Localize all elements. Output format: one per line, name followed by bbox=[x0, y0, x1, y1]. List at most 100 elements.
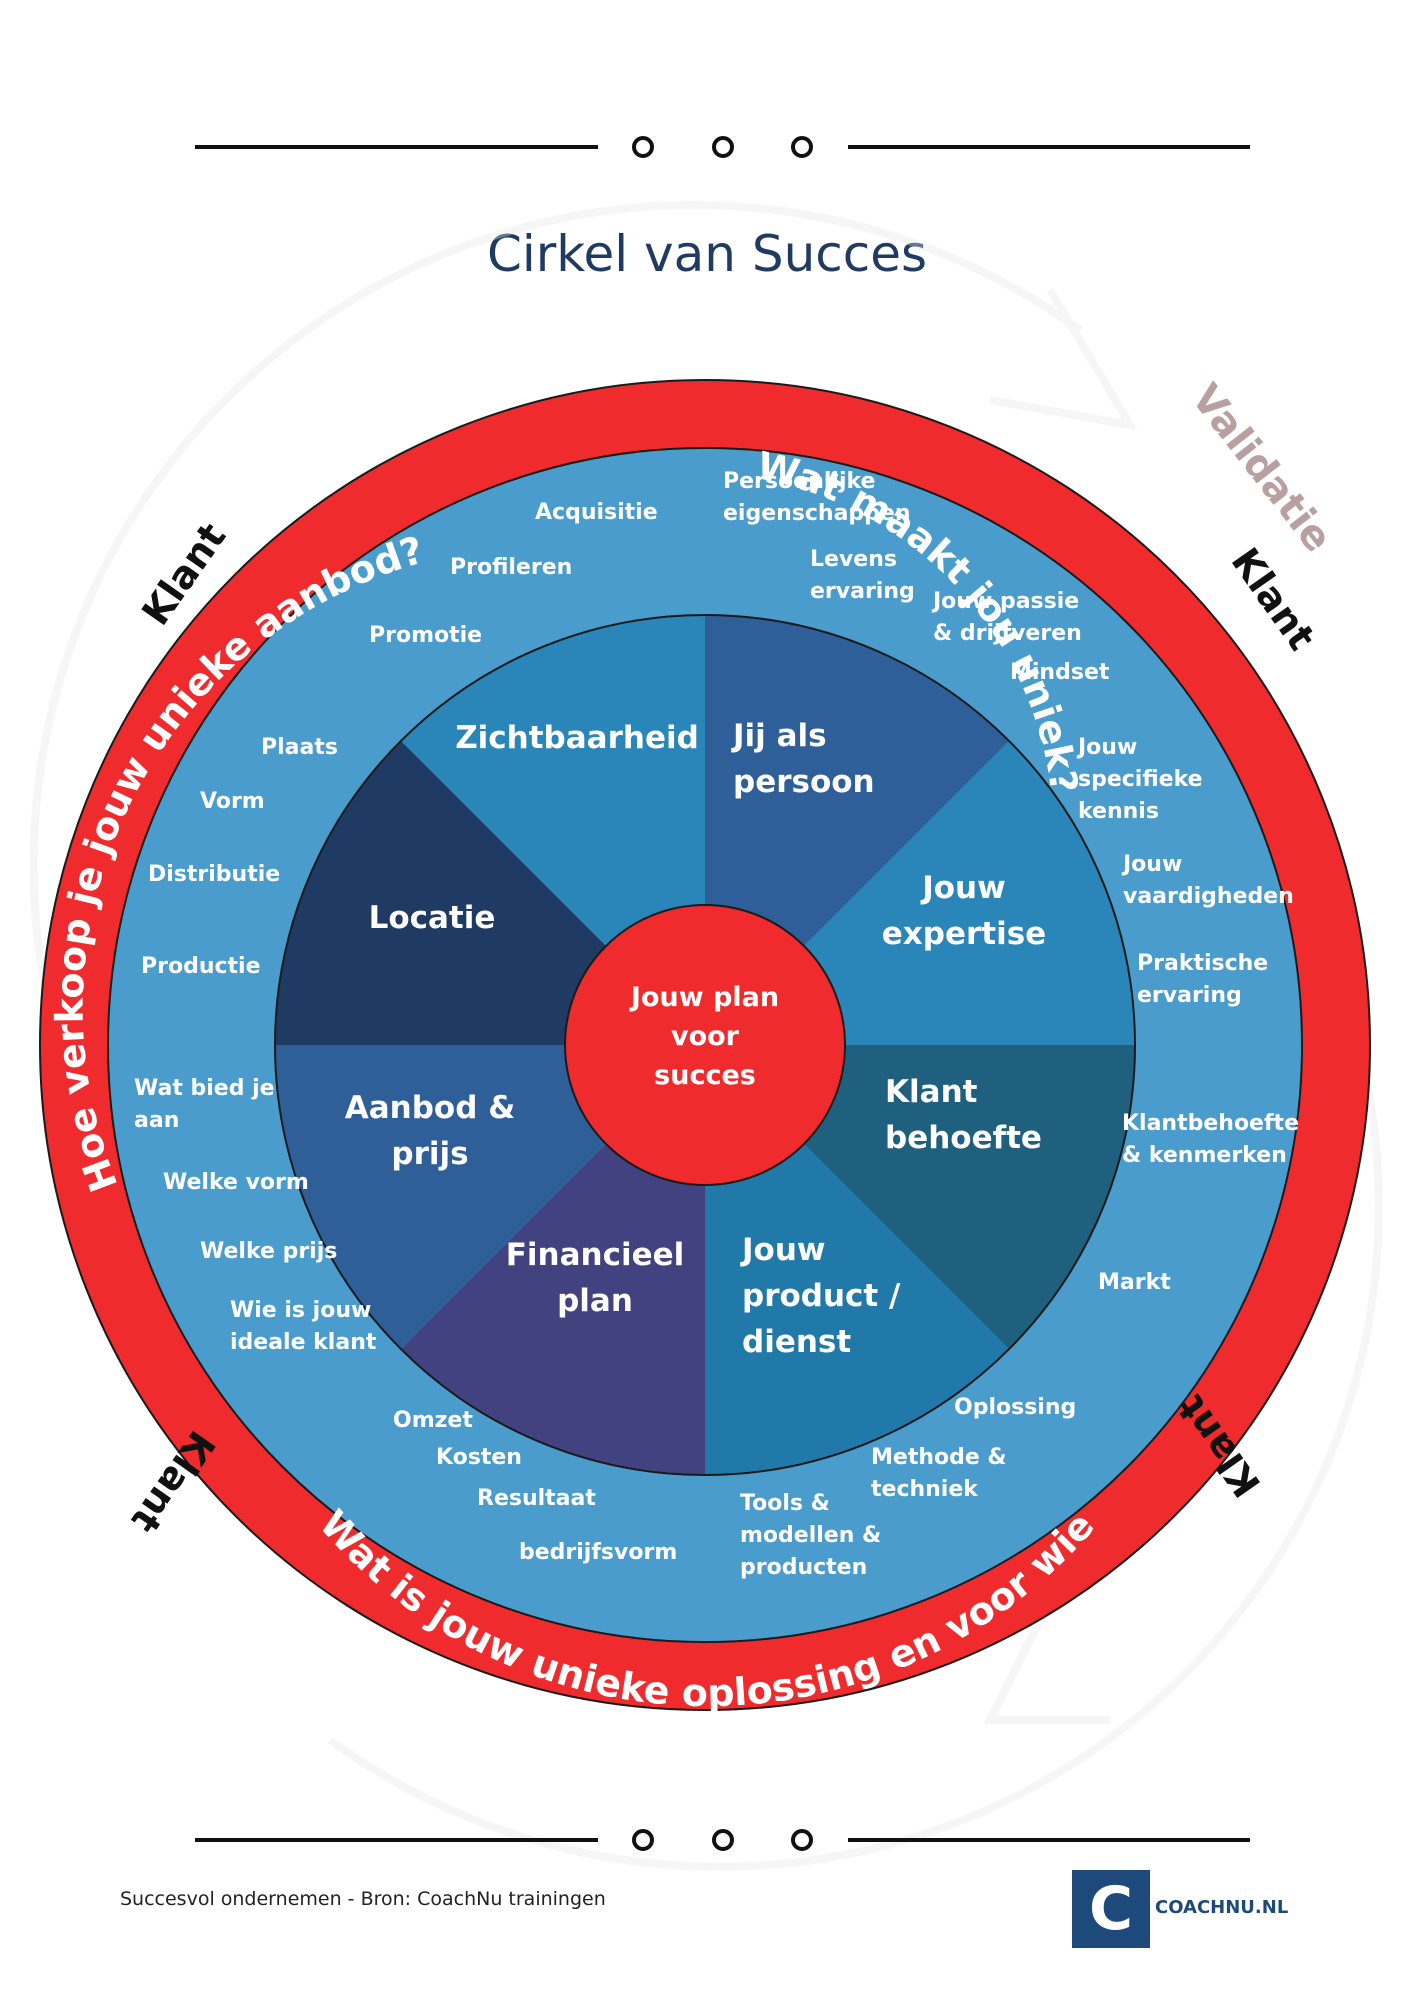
label-text: Jouw passie & drijfveren bbox=[931, 589, 1082, 646]
label-line: behoefte bbox=[885, 1120, 1042, 1156]
label-line: Jij als bbox=[731, 718, 827, 754]
label-text: Acquisitie bbox=[535, 500, 658, 525]
divider-dot bbox=[632, 1829, 654, 1851]
label-text: Wat bied je aan bbox=[134, 1076, 275, 1133]
label-text: Locatie bbox=[369, 900, 496, 936]
label-text: Zichtbaarheid bbox=[455, 720, 699, 756]
label-line: Locatie bbox=[369, 900, 496, 936]
label-text: Persoonlijke eigenschappen bbox=[723, 469, 911, 526]
label-line: techniek bbox=[871, 1477, 979, 1502]
divider-dot bbox=[712, 1829, 734, 1851]
label-line: bedrijfsvorm bbox=[519, 1540, 677, 1565]
label-text: Levens ervaring bbox=[810, 547, 915, 604]
label-line: Zichtbaarheid bbox=[455, 720, 699, 756]
label-line: Welke prijs bbox=[200, 1239, 337, 1264]
label-text: Oplossing bbox=[954, 1395, 1076, 1420]
label-line: ideale klant bbox=[230, 1330, 377, 1355]
bottom-divider bbox=[195, 1829, 1250, 1851]
label-text: Jouw plan voor succes bbox=[629, 982, 779, 1091]
background-cycle-arrows bbox=[29, 201, 1383, 1871]
label-line: aan bbox=[134, 1108, 179, 1133]
label-line: Klantbehoefte bbox=[1122, 1111, 1299, 1136]
label-line: succes bbox=[654, 1060, 756, 1091]
label-text: Welke prijs bbox=[200, 1239, 337, 1264]
label-text: Klantbehoefte & kenmerken bbox=[1122, 1111, 1299, 1168]
label-text: Kosten bbox=[436, 1445, 522, 1470]
label-line: ervaring bbox=[1137, 983, 1242, 1008]
divider-dot bbox=[791, 1829, 813, 1851]
label-text: Welke vorm bbox=[163, 1170, 309, 1195]
label-text: Profileren bbox=[450, 555, 572, 580]
label-line: Praktische bbox=[1137, 951, 1268, 976]
label-line: Oplossing bbox=[954, 1395, 1076, 1420]
label-text: Promotie bbox=[369, 623, 482, 648]
validatie-label: Validatie bbox=[1182, 376, 1341, 561]
label-line: dienst bbox=[742, 1324, 851, 1360]
center-label: Jouw plan voor succes bbox=[629, 982, 779, 1091]
label-line: ervaring bbox=[810, 579, 915, 604]
label-line: Omzet bbox=[393, 1408, 473, 1433]
inner-wheel-border bbox=[274, 614, 1136, 1476]
label-line: Welke vorm bbox=[163, 1170, 309, 1195]
label-line: & drijfveren bbox=[933, 621, 1082, 646]
label-line: Acquisitie bbox=[535, 500, 658, 525]
label-line: Plaats bbox=[261, 735, 338, 760]
label-line: persoon bbox=[733, 764, 875, 800]
label-line: Persoonlijke bbox=[723, 469, 875, 494]
label-line: Productie bbox=[141, 954, 261, 979]
label-line: Profileren bbox=[450, 555, 572, 580]
label-text: Productie bbox=[141, 954, 261, 979]
center-circle bbox=[564, 904, 846, 1186]
label-text: Praktische ervaring bbox=[1137, 951, 1268, 1008]
label-line: Distributie bbox=[148, 862, 280, 887]
label-line: prijs bbox=[391, 1136, 468, 1172]
label-line: Wie is jouw bbox=[230, 1298, 371, 1323]
label-text: Distributie bbox=[148, 862, 280, 887]
label-text: Klant behoefte bbox=[885, 1074, 1042, 1156]
label-text: Mindset bbox=[1010, 660, 1110, 685]
label-line: Jouw bbox=[740, 1232, 826, 1268]
outer-labels: Acquisitie Persoonlijke eigenschappenProfi… bbox=[134, 469, 1299, 1580]
label-line: Jouw plan bbox=[629, 982, 779, 1013]
label-line: plan bbox=[557, 1283, 633, 1319]
divider-dot bbox=[632, 136, 654, 158]
label-line: Levens bbox=[810, 547, 897, 572]
label-text: Markt bbox=[1098, 1270, 1171, 1295]
label-line: Aanbod & bbox=[345, 1090, 516, 1126]
label-line: Jouw passie bbox=[931, 589, 1079, 614]
footer-source: Succesvol ondernemen - Bron: CoachNu tra… bbox=[120, 1888, 606, 1910]
label-text: Plaats bbox=[261, 735, 338, 760]
label-line: expertise bbox=[882, 916, 1046, 952]
label-text: Jij als persoon bbox=[731, 718, 875, 800]
top-divider bbox=[195, 136, 1250, 158]
label-line: Tools & bbox=[740, 1491, 830, 1516]
label-line: Financieel bbox=[506, 1237, 685, 1273]
label-line: Klant bbox=[885, 1074, 978, 1110]
label-text: Wie is jouw ideale klant bbox=[230, 1298, 377, 1355]
label-line: Wat bied je bbox=[134, 1076, 275, 1101]
label-line: modellen & bbox=[740, 1523, 881, 1548]
divider-dot bbox=[791, 136, 813, 158]
label-line: specifieke bbox=[1078, 767, 1203, 792]
label-line: Promotie bbox=[369, 623, 482, 648]
label-text: Resultaat bbox=[477, 1486, 596, 1511]
label-line: Jouw bbox=[1121, 852, 1182, 877]
coachnu-logo-text: COACHNU.NL bbox=[1155, 1897, 1289, 1918]
label-line: & kenmerken bbox=[1122, 1143, 1287, 1168]
label-line: Jouw bbox=[1076, 735, 1137, 760]
label-line: voor bbox=[671, 1021, 740, 1052]
coachnu-logo-icon: C bbox=[1072, 1870, 1150, 1948]
label-text: bedrijfsvorm bbox=[519, 1540, 677, 1565]
label-line: Vorm bbox=[200, 789, 265, 814]
label-line: Methode & bbox=[871, 1445, 1007, 1470]
label-line: Markt bbox=[1098, 1270, 1171, 1295]
label-line: eigenschappen bbox=[723, 501, 911, 526]
label-text: Tools &modellen &producten bbox=[740, 1491, 881, 1580]
label-text: Methode & techniek bbox=[871, 1445, 1007, 1502]
